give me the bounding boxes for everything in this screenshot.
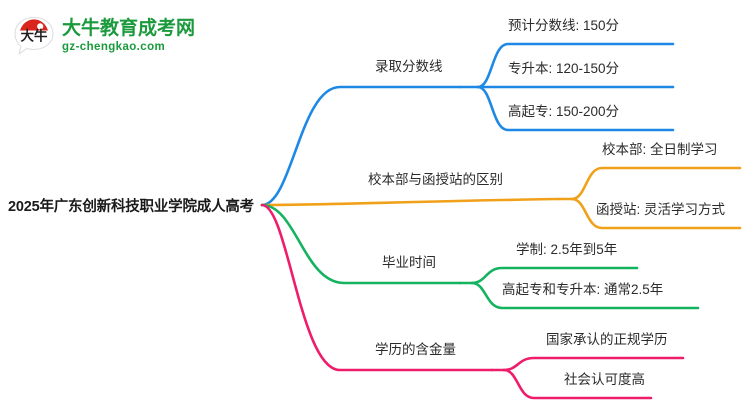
- branch-label-xiaobenbu-hanshouzhan[interactable]: 校本部与函授站的区别: [368, 172, 503, 187]
- branch-connector-luqufenshuxian: [260, 42, 675, 207]
- site-logo[interactable]: 大牛 大牛教育成考网 gz-chengkao.com: [12, 12, 212, 60]
- branch-label-luqufenshuxian[interactable]: 录取分数线: [375, 59, 443, 74]
- branch-label-biyeshijian[interactable]: 毕业时间: [382, 255, 436, 270]
- leaf-label-gaoqizhuan-zhuanshengben-nian[interactable]: 高起专和专升本: 通常2.5年: [502, 282, 664, 297]
- leaf-label-hanshouzhan-linghuo[interactable]: 函授站: 灵活学习方式: [596, 202, 726, 217]
- logo-subtitle: gz-chengkao.com: [62, 40, 166, 53]
- svg-text:大牛: 大牛: [21, 28, 48, 45]
- leaf-label-xiaobenbu-quanrizhi[interactable]: 校本部: 全日制学习: [602, 142, 718, 157]
- leaf-label-guojia-chengren[interactable]: 国家承认的正规学历: [546, 332, 668, 347]
- leaf-label-gaoqizhuan[interactable]: 高起专: 150-200分: [508, 104, 620, 119]
- branch-connector-xiaobenbu: [260, 166, 742, 230]
- leaf-label-zhuanshengben[interactable]: 专升本: 120-150分: [508, 61, 620, 76]
- branch-connector-biyeshijian: [260, 203, 700, 310]
- leaf-label-shehui-renkedu[interactable]: 社会认可度高: [564, 372, 645, 387]
- daniu-speech-bubble-logo: 大牛: [12, 14, 56, 58]
- root-node-label[interactable]: 2025年广东创新科技职业学院成人高考: [8, 199, 254, 215]
- leaf-label-yujifenshuxian[interactable]: 预计分数线: 150分: [508, 18, 620, 33]
- leaf-label-xuezhi[interactable]: 学制: 2.5年到5年: [516, 242, 618, 257]
- logo-text: 大牛教育成考网 gz-chengkao.com: [62, 19, 195, 54]
- branch-label-xueli-hanjinliang[interactable]: 学历的含金量: [375, 342, 456, 357]
- logo-title: 大牛教育成考网: [62, 17, 196, 39]
- branch-connector-xuelihanjinliang: [260, 203, 685, 400]
